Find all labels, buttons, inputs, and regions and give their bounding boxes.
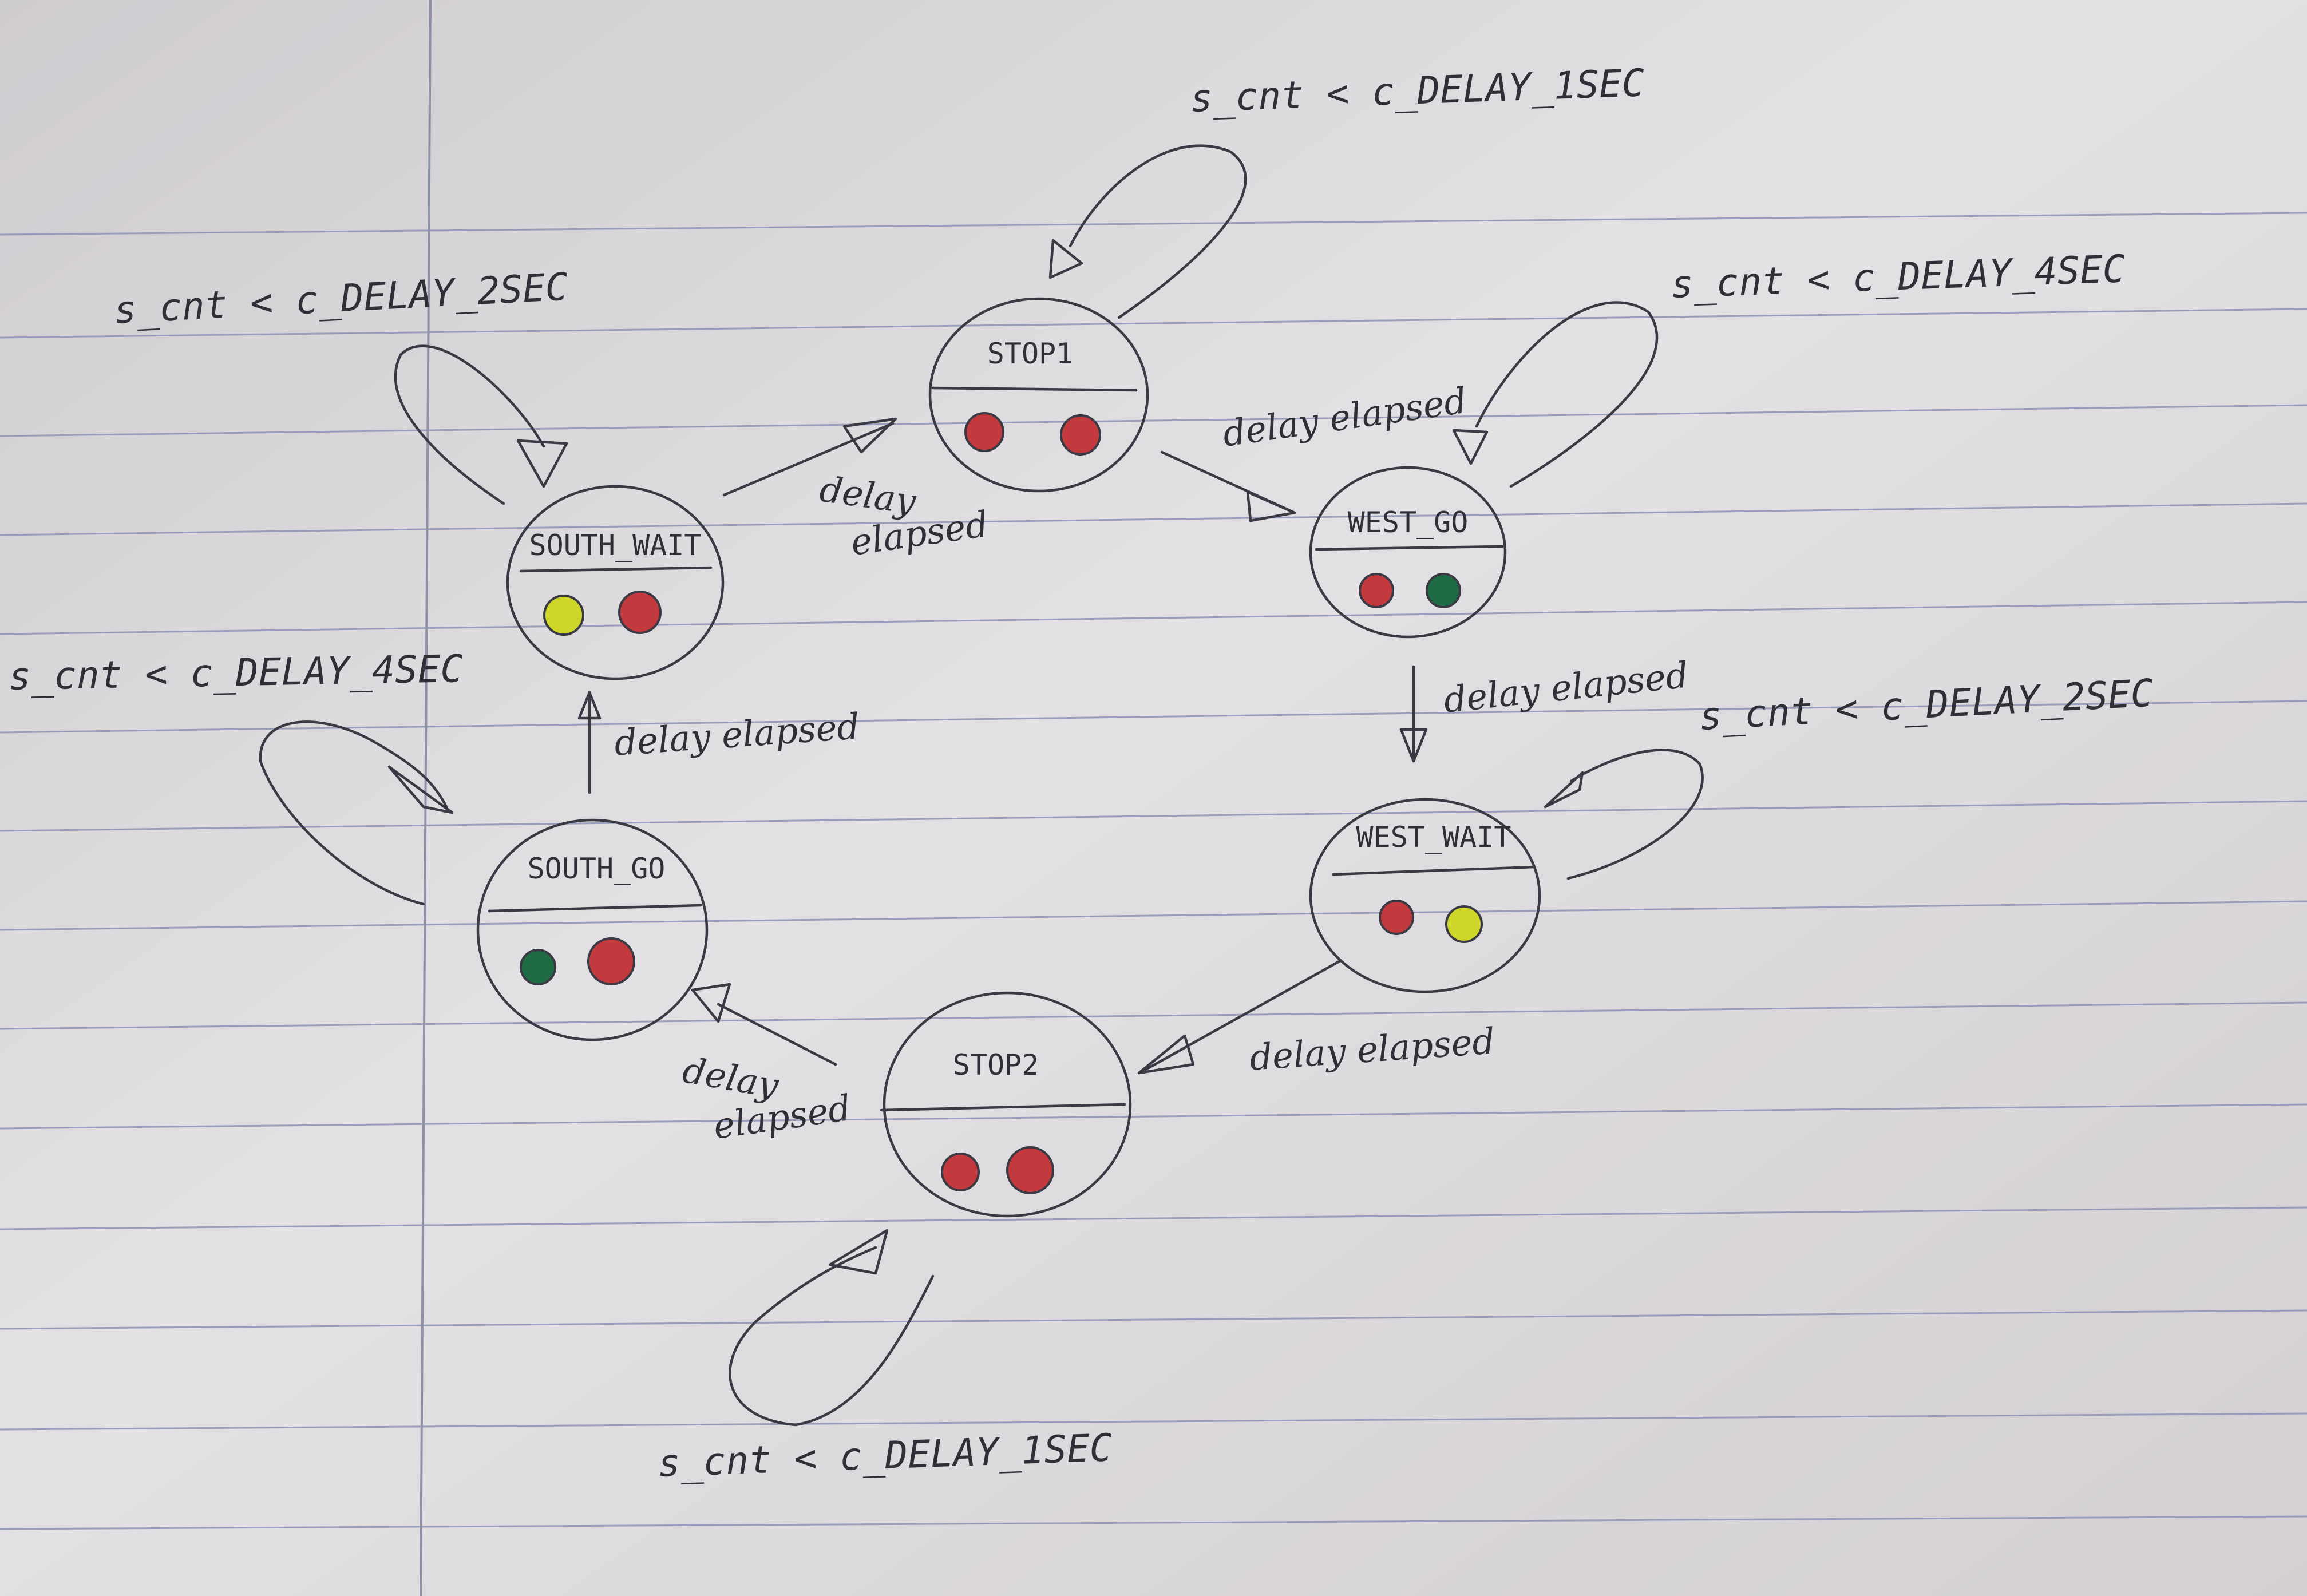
state-stop2: STOP2: [880, 991, 1132, 1218]
transition-west-wait-to-stop2: [1137, 960, 1341, 1075]
light-right: [1060, 414, 1101, 456]
light-right: [1006, 1146, 1054, 1194]
state-name: SOUTH_GO: [528, 852, 666, 885]
state-name: WEST_GO: [1348, 506, 1469, 539]
light-right: [618, 591, 662, 634]
self-loop-stop2: [729, 1229, 935, 1427]
transition-south-wait-to-stop1: [722, 417, 897, 497]
self-loop-west-go: [1452, 301, 1659, 488]
light-left: [1359, 573, 1394, 608]
state-name: STOP1: [987, 337, 1074, 370]
state-name: WEST_WAIT: [1356, 821, 1511, 854]
transition-south-go-to-south-wait: [577, 691, 602, 794]
margin-line: [420, 0, 432, 1596]
self-loop-stop1: [1048, 144, 1247, 319]
state-west-go: WEST_GO: [1309, 466, 1507, 639]
ruled-lines: [0, 212, 2307, 1530]
transition-stop1-to-west-go: [1160, 450, 1296, 522]
light-left: [1379, 900, 1414, 935]
light-right: [587, 937, 635, 985]
state-name: STOP2: [953, 1048, 1039, 1082]
light-left: [543, 595, 584, 636]
state-name: SOUTH_WAIT: [529, 529, 701, 562]
self-loop-west-wait: [1544, 749, 1704, 880]
state-west-wait: WEST_WAIT: [1309, 798, 1541, 993]
light-right: [1445, 905, 1483, 943]
light-left: [964, 412, 1004, 452]
self-loop-south-wait: [394, 344, 568, 505]
transition-west-go-to-west-wait: [1399, 665, 1428, 763]
state-south-go: SOUTH_GO: [476, 818, 709, 1041]
transition-stop2-to-south-go: [691, 983, 837, 1066]
light-right: [1426, 573, 1461, 608]
self-loop-south-go: [259, 720, 454, 906]
state-stop1: STOP1: [928, 297, 1149, 493]
light-left: [941, 1153, 980, 1191]
light-left: [520, 949, 556, 985]
state-south-wait: SOUTH_WAIT: [506, 485, 725, 680]
label-loop-south-go: s_cnt < c_DELAY_4SEC: [8, 647, 464, 699]
